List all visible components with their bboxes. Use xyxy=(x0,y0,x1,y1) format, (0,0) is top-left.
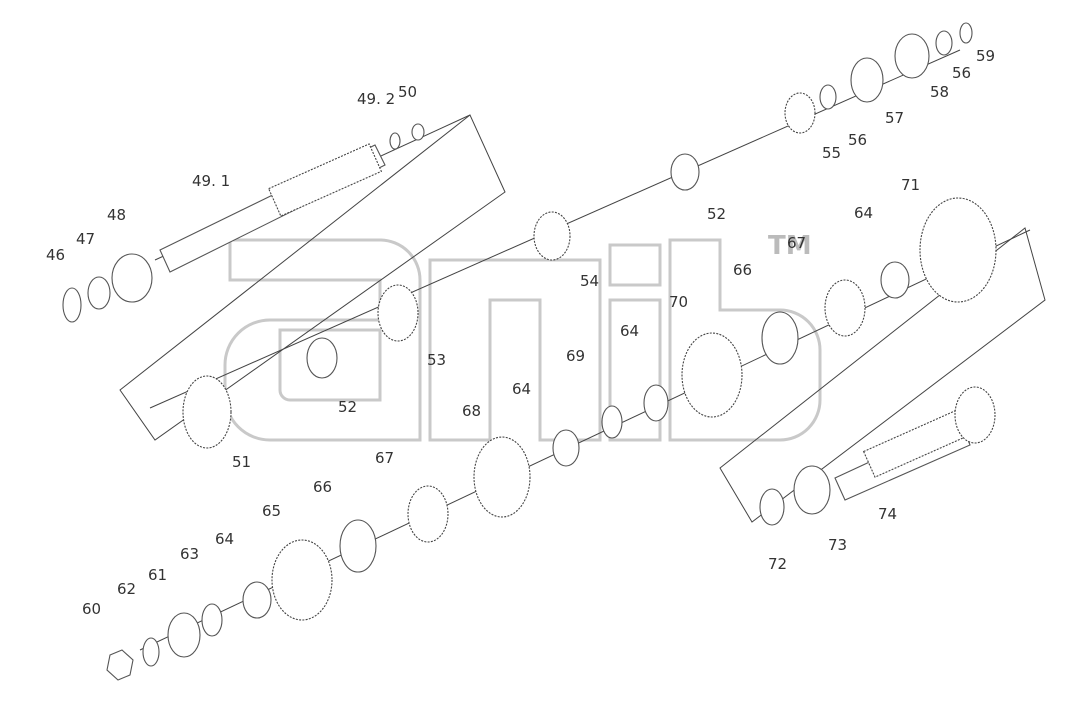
label-64-a: 64 xyxy=(215,530,234,548)
label-53: 53 xyxy=(427,351,446,369)
label-57: 57 xyxy=(885,109,904,127)
label-64-b: 64 xyxy=(512,380,531,398)
label-73: 73 xyxy=(828,536,847,554)
part-labels: 46 47 48 49. 1 49. 2 50 51 52 53 54 52 5… xyxy=(46,47,995,618)
label-56-a: 56 xyxy=(848,131,867,149)
label-66-a: 66 xyxy=(313,478,332,496)
label-52-a: 52 xyxy=(338,398,357,416)
label-63: 63 xyxy=(180,545,199,563)
left-parts xyxy=(62,22,973,449)
label-50: 50 xyxy=(398,83,417,101)
output-shaft xyxy=(759,386,996,526)
label-65: 65 xyxy=(262,502,281,520)
label-68: 68 xyxy=(462,402,481,420)
watermark-tm: TM xyxy=(768,231,812,261)
label-67-b: 67 xyxy=(787,234,806,252)
label-67-a: 67 xyxy=(375,449,394,467)
label-72: 72 xyxy=(768,555,787,573)
label-49-2: 49. 2 xyxy=(357,90,395,108)
label-74: 74 xyxy=(878,505,897,523)
input-shaft xyxy=(159,123,425,273)
label-61: 61 xyxy=(148,566,167,584)
label-49-1: 49. 1 xyxy=(192,172,230,190)
label-48: 48 xyxy=(107,206,126,224)
label-64-d: 64 xyxy=(854,204,873,222)
watermark-logo: TM xyxy=(223,231,822,442)
label-54: 54 xyxy=(580,272,599,290)
label-66-b: 66 xyxy=(733,261,752,279)
label-60: 60 xyxy=(82,600,101,618)
main-shaft-parts xyxy=(106,197,997,681)
label-47: 47 xyxy=(76,230,95,248)
label-69: 69 xyxy=(566,347,585,365)
label-46: 46 xyxy=(46,246,65,264)
label-59: 59 xyxy=(976,47,995,65)
label-51: 51 xyxy=(232,453,251,471)
label-58: 58 xyxy=(930,83,949,101)
label-64-c: 64 xyxy=(620,322,639,340)
label-70: 70 xyxy=(669,293,688,311)
label-56-b: 56 xyxy=(952,64,971,82)
label-62: 62 xyxy=(117,580,136,598)
label-55: 55 xyxy=(822,144,841,162)
label-52-b: 52 xyxy=(707,205,726,223)
label-71: 71 xyxy=(901,176,920,194)
